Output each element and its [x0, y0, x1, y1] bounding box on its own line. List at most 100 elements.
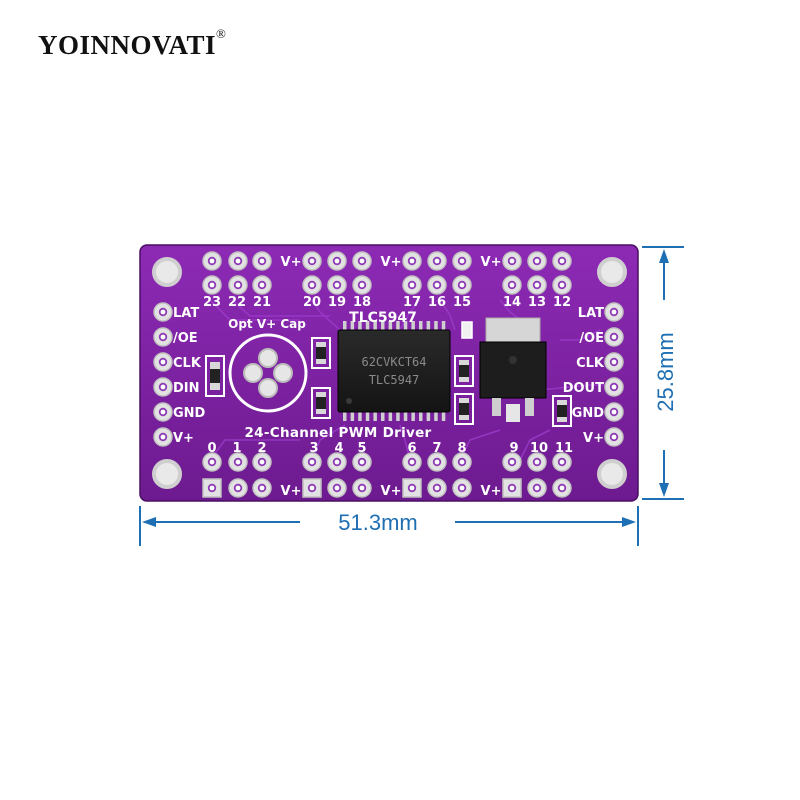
resistor: [311, 337, 331, 369]
round-pad: [452, 275, 472, 295]
brand-name: YOINNOVATI: [38, 30, 217, 60]
round-pad: [402, 251, 422, 271]
round-pad: [202, 452, 222, 472]
left-pin-label: GND: [173, 406, 206, 421]
round-pad: [427, 478, 447, 498]
width-dimension: [139, 506, 639, 546]
round-pad: [604, 302, 624, 322]
width-dimension-label: 51.3mm: [338, 510, 417, 535]
left-pin-label: LAT: [173, 306, 199, 321]
bottom-channel-label: 10: [530, 441, 548, 456]
round-pad: [228, 478, 248, 498]
round-pad: [202, 251, 222, 271]
bottom-channel-label: 1: [232, 441, 241, 456]
mounting-hole: [597, 459, 627, 489]
round-pad: [302, 275, 322, 295]
height-dimension-label: 25.8mm: [653, 332, 678, 411]
bottom-channel-label: 0: [207, 441, 216, 456]
round-pad: [252, 478, 272, 498]
brand-logo: YOINNOVATI®: [38, 26, 226, 61]
round-pad: [352, 275, 372, 295]
voltage-regulator: [479, 317, 547, 422]
round-pad: [252, 452, 272, 472]
power-label-top: V+: [481, 255, 502, 270]
round-pad: [527, 452, 547, 472]
square-pad: [402, 478, 422, 498]
right-pin-label: /OE: [579, 331, 604, 346]
power-label-top: V+: [381, 255, 402, 270]
round-pad: [604, 327, 624, 347]
bottom-channel-label: 7: [432, 441, 441, 456]
power-label-bottom: V+: [281, 484, 302, 499]
top-channel-label: 23: [203, 295, 221, 310]
smd-resistors: [205, 321, 572, 427]
trademark-symbol: ®: [216, 26, 227, 41]
resistor: [205, 355, 225, 397]
round-pad: [252, 275, 272, 295]
bottom-channel-label: 11: [555, 441, 573, 456]
right-pin-label: DOUT: [563, 381, 604, 396]
tlc5947-chip: 62CVKCT64 TLC5947: [337, 321, 451, 421]
round-pad: [228, 275, 248, 295]
round-pad: [604, 377, 624, 397]
bottom-channel-label: 4: [334, 441, 343, 456]
square-pad: [202, 478, 222, 498]
bottom-channel-label: 5: [357, 441, 366, 456]
pad-groups: [153, 251, 624, 498]
mounting-hole: [152, 459, 182, 489]
round-pad: [527, 275, 547, 295]
top-channel-label: 19: [328, 295, 346, 310]
round-pad: [302, 452, 322, 472]
power-label-bottom: V+: [381, 484, 402, 499]
round-pad: [402, 275, 422, 295]
mounting-hole: [597, 257, 627, 287]
round-pad: [153, 352, 173, 372]
round-pad: [153, 427, 173, 447]
round-pad: [452, 251, 472, 271]
chip-marking-2: TLC5947: [369, 373, 420, 387]
top-channel-label: 17: [403, 295, 421, 310]
round-pad: [604, 402, 624, 422]
power-label-bottom: V+: [481, 484, 502, 499]
round-pad: [552, 251, 572, 271]
square-pad: [302, 478, 322, 498]
round-pad: [552, 452, 572, 472]
chip-silk-label: TLC5947: [349, 310, 417, 326]
round-pad: [552, 478, 572, 498]
round-pad: [427, 251, 447, 271]
board-title: 24-Channel PWM Driver: [244, 425, 431, 441]
right-pin-label: V+: [583, 431, 604, 446]
round-pad: [427, 452, 447, 472]
left-pin-label: CLK: [173, 356, 202, 371]
mounting-holes: [152, 257, 627, 489]
round-pad: [604, 352, 624, 372]
right-pin-label: LAT: [578, 306, 604, 321]
round-pad: [502, 452, 522, 472]
round-pad: [502, 251, 522, 271]
top-channel-label: 12: [553, 295, 571, 310]
left-pin-label: V+: [173, 431, 194, 446]
round-pad: [327, 478, 347, 498]
top-channel-label: 13: [528, 295, 546, 310]
round-pad: [352, 251, 372, 271]
led-indicator: [461, 321, 473, 339]
bottom-channel-label: 8: [457, 441, 466, 456]
round-pad: [352, 452, 372, 472]
round-pad: [302, 251, 322, 271]
round-pad: [427, 275, 447, 295]
round-pad: [153, 377, 173, 397]
round-pad: [327, 275, 347, 295]
resistor: [454, 393, 474, 425]
round-pad: [327, 251, 347, 271]
round-pad: [153, 327, 173, 347]
top-channel-label: 15: [453, 295, 471, 310]
power-label-top: V+: [281, 255, 302, 270]
top-channel-label: 21: [253, 295, 271, 310]
mounting-hole: [152, 257, 182, 287]
resistor: [454, 355, 474, 387]
round-pad: [228, 251, 248, 271]
round-pad: [153, 402, 173, 422]
height-dimension: [642, 246, 684, 500]
bottom-channel-label: 9: [509, 441, 518, 456]
